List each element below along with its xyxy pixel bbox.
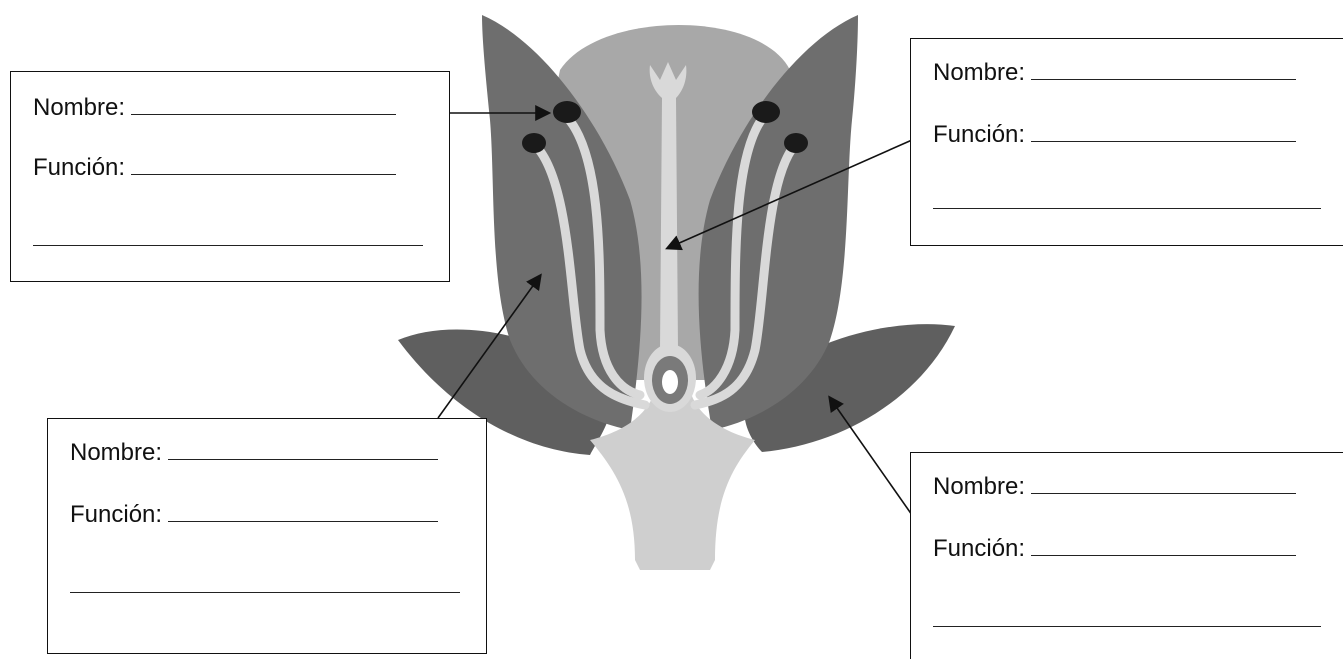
funcion-blank[interactable]	[168, 520, 438, 522]
nombre-label: Nombre:	[70, 439, 162, 466]
funcion-blank[interactable]	[131, 173, 396, 175]
label-box-top-right: Nombre: Función:	[910, 38, 1343, 246]
funcion-label: Función:	[33, 154, 125, 181]
nombre-blank[interactable]	[1031, 78, 1296, 80]
nombre-row: Nombre:	[33, 94, 396, 122]
funcion-row: Función:	[933, 535, 1296, 563]
nombre-label: Nombre:	[933, 59, 1025, 86]
funcion-label: Función:	[933, 121, 1025, 148]
ovule	[662, 370, 678, 394]
funcion-label: Función:	[70, 501, 162, 528]
funcion-row: Función:	[33, 154, 396, 182]
funcion-row: Función:	[933, 121, 1296, 149]
nombre-blank[interactable]	[1031, 492, 1296, 494]
label-box-bottom-right: Nombre: Función:	[910, 452, 1343, 659]
nombre-row: Nombre:	[933, 59, 1296, 87]
funcion-blank[interactable]	[1031, 554, 1296, 556]
nombre-label: Nombre:	[33, 94, 125, 121]
funcion-blank-extra[interactable]	[70, 591, 460, 593]
label-box-bottom-left: Nombre: Función:	[47, 418, 487, 654]
nombre-row: Nombre:	[933, 473, 1296, 501]
nombre-blank[interactable]	[131, 113, 396, 115]
nombre-label: Nombre:	[933, 473, 1025, 500]
label-box-top-left: Nombre: Función:	[10, 71, 450, 282]
funcion-row: Función:	[70, 501, 438, 529]
nombre-row: Nombre:	[70, 439, 438, 467]
funcion-blank[interactable]	[1031, 140, 1296, 142]
funcion-label: Función:	[933, 535, 1025, 562]
funcion-blank-extra[interactable]	[933, 625, 1321, 627]
nombre-blank[interactable]	[168, 458, 438, 460]
funcion-blank-extra[interactable]	[933, 207, 1321, 209]
funcion-blank-extra[interactable]	[33, 244, 423, 246]
